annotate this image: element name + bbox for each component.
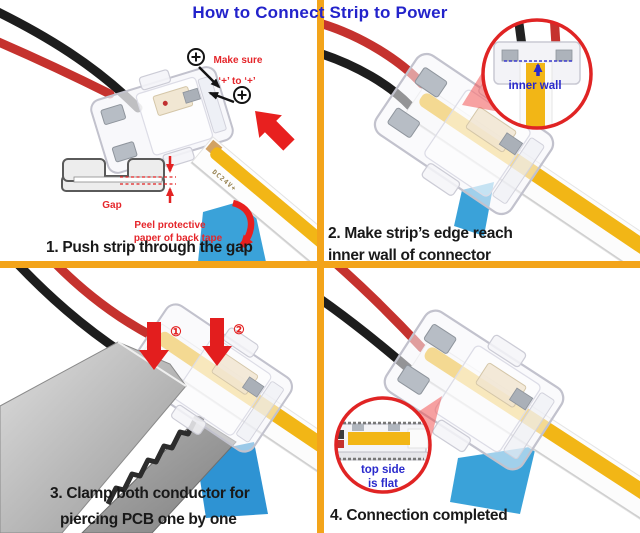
clamp-order-1: ① [170, 324, 182, 339]
magnifier-content: top side is flat [337, 421, 429, 490]
panel-step-2: inner wall 2. Make strip’s edge reach in… [322, 18, 640, 262]
step2-caption-2: inner wall of connector [328, 247, 491, 262]
step3-caption: 3. Clamp both conductor for [50, 485, 250, 502]
red-wire [549, 21, 561, 51]
black-wire [337, 430, 344, 439]
polarity-arrow-icon [198, 66, 221, 89]
panel-step-4: top side is flat 4. Connection completed [322, 266, 640, 533]
inner-wall-label: inner wall [508, 80, 561, 92]
magnifier-ring [334, 396, 432, 494]
strip-connector [90, 66, 234, 174]
grid-divider-horizontal [0, 261, 640, 268]
gap-label: Gap [102, 200, 121, 211]
red-wire [51, 266, 157, 341]
peel-note: Peel protective [134, 220, 206, 231]
top-side-flat-label-2: is flat [368, 478, 398, 490]
red-wire [337, 440, 344, 448]
step2-caption: 2. Make strip’s edge reach [328, 225, 513, 242]
clamp-arrow-2-icon [202, 318, 232, 366]
panel-step-1: Make sure ‘+’ to ‘+’ Gap DC24V+ [0, 7, 318, 262]
panel-step-3: ① ② 3. Clamp both conductor for piercing… [0, 266, 318, 533]
strip-connector [127, 303, 293, 453]
top-side-flat-label: top side [361, 464, 405, 476]
step1-caption: 1. Push strip through the gap [46, 239, 253, 256]
plus-polarity-icon [233, 86, 251, 104]
make-sure-note: Make sure [214, 55, 263, 66]
black-wire [13, 266, 129, 359]
black-wire [513, 21, 527, 51]
plus-polarity-icon [187, 48, 205, 66]
magnifier-content: inner wall [493, 21, 581, 127]
clamp-arrow-1-icon [139, 322, 169, 370]
polarity-arrow-icon [208, 91, 235, 104]
magnifier-ring [481, 18, 593, 130]
black-wire [322, 294, 413, 373]
page-title: How to Connect Strip to Power [192, 3, 448, 22]
push-arrow-icon [255, 111, 295, 151]
gap-cross-section [61, 156, 176, 203]
cob-led-line [210, 147, 318, 262]
red-wire [331, 266, 427, 353]
led-strip: DC24V+ [190, 136, 318, 262]
clamp-order-2: ② [233, 322, 245, 337]
step4-caption: 4. Connection completed [330, 507, 507, 524]
pliers-teeth [105, 415, 205, 506]
make-sure-note-2: ‘+’ to ‘+’ [218, 76, 255, 87]
peel-curved-arrow-icon [231, 199, 255, 250]
peel-note-2: paper of back tape [134, 233, 223, 244]
cob-led-line [348, 432, 410, 445]
red-wire [0, 37, 115, 99]
step3-caption-2: piercing PCB one by one [60, 511, 237, 528]
strip-connector [383, 309, 565, 471]
